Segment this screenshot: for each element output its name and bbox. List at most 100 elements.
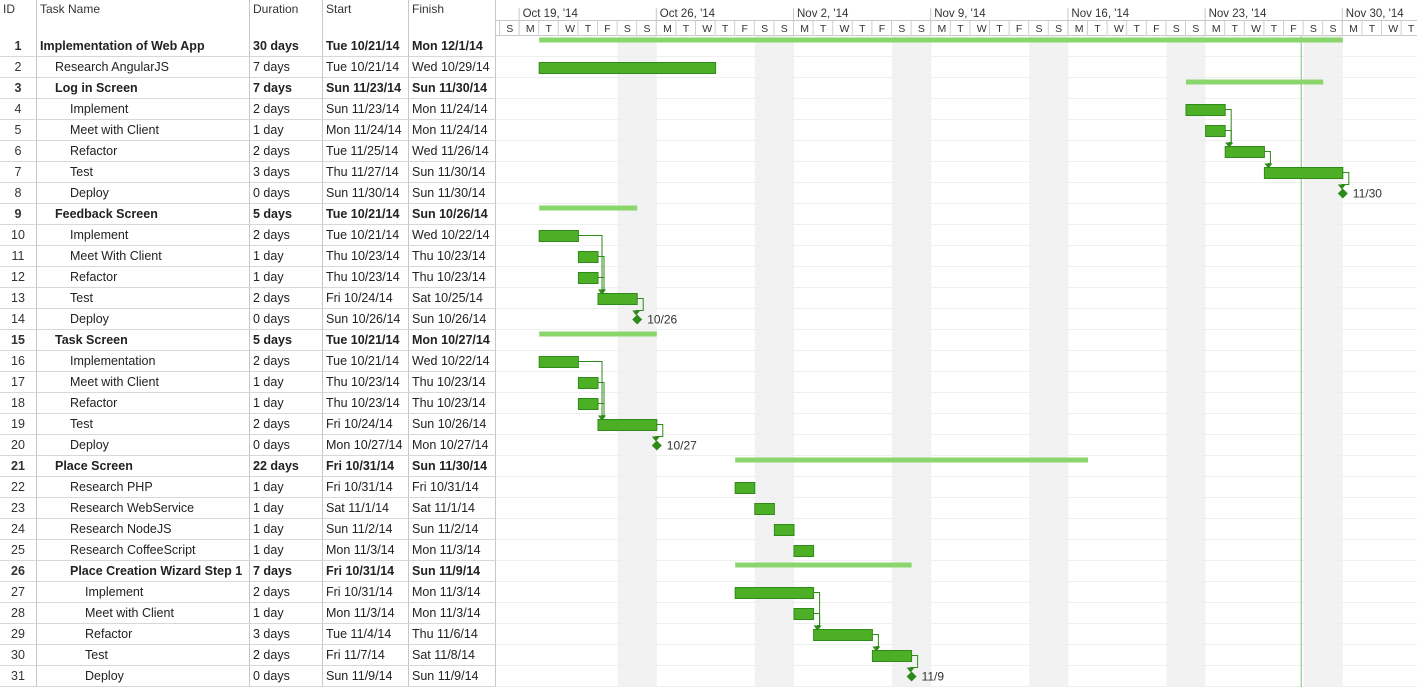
task-id-cell[interactable]: 21: [0, 456, 37, 477]
task-bar[interactable]: [538, 230, 579, 242]
task-finish-cell[interactable]: Sun 11/30/14: [409, 183, 496, 204]
task-finish-cell[interactable]: Sun 11/9/14: [409, 561, 496, 582]
column-header-start[interactable]: Start: [323, 0, 409, 36]
task-id-cell[interactable]: 31: [0, 666, 37, 687]
task-bar[interactable]: [754, 503, 775, 515]
task-id-cell[interactable]: 12: [0, 267, 37, 288]
task-duration-cell[interactable]: 1 day: [250, 498, 323, 519]
task-duration-cell[interactable]: 2 days: [250, 99, 323, 120]
task-start-cell[interactable]: Fri 10/31/14: [323, 561, 409, 582]
task-duration-cell[interactable]: 1 day: [250, 120, 323, 141]
task-start-cell[interactable]: Fri 10/31/14: [323, 477, 409, 498]
task-name-cell[interactable]: Research CoffeeScript: [37, 540, 250, 561]
summary-bar[interactable]: [539, 37, 1343, 43]
task-duration-cell[interactable]: 7 days: [250, 57, 323, 78]
task-finish-cell[interactable]: Sun 11/30/14: [409, 162, 496, 183]
task-duration-cell[interactable]: 1 day: [250, 519, 323, 540]
task-finish-cell[interactable]: Sun 11/9/14: [409, 666, 496, 687]
column-header-id[interactable]: ID: [0, 0, 37, 36]
task-duration-cell[interactable]: 30 days: [250, 36, 323, 57]
task-name-cell[interactable]: Deploy: [37, 309, 250, 330]
task-name-cell[interactable]: Implement: [37, 99, 250, 120]
task-name-cell[interactable]: Meet With Client: [37, 246, 250, 267]
task-finish-cell[interactable]: Mon 11/3/14: [409, 582, 496, 603]
milestone-diamond[interactable]: [651, 440, 662, 451]
task-start-cell[interactable]: Tue 10/21/14: [323, 204, 409, 225]
task-name-cell[interactable]: Place Screen: [37, 456, 250, 477]
task-id-cell[interactable]: 3: [0, 78, 37, 99]
task-start-cell[interactable]: Thu 10/23/14: [323, 267, 409, 288]
task-bar[interactable]: [793, 545, 815, 557]
task-finish-cell[interactable]: Wed 11/26/14: [409, 141, 496, 162]
task-duration-cell[interactable]: 2 days: [250, 582, 323, 603]
task-name-cell[interactable]: Refactor: [37, 393, 250, 414]
task-duration-cell[interactable]: 0 days: [250, 435, 323, 456]
task-finish-cell[interactable]: Sat 10/25/14: [409, 288, 496, 309]
column-header-task-name[interactable]: Task Name: [37, 0, 250, 36]
task-start-cell[interactable]: Thu 10/23/14: [323, 372, 409, 393]
task-id-cell[interactable]: 18: [0, 393, 37, 414]
task-start-cell[interactable]: Mon 10/27/14: [323, 435, 409, 456]
task-id-cell[interactable]: 6: [0, 141, 37, 162]
task-duration-cell[interactable]: 2 days: [250, 351, 323, 372]
task-finish-cell[interactable]: Mon 11/3/14: [409, 540, 496, 561]
task-name-cell[interactable]: Test: [37, 288, 250, 309]
task-id-cell[interactable]: 13: [0, 288, 37, 309]
milestone-diamond[interactable]: [906, 671, 917, 682]
task-finish-cell[interactable]: Mon 10/27/14: [409, 435, 496, 456]
task-name-cell[interactable]: Deploy: [37, 666, 250, 687]
task-name-cell[interactable]: Implement: [37, 582, 250, 603]
task-name-cell[interactable]: Meet with Client: [37, 603, 250, 624]
task-finish-cell[interactable]: Mon 11/24/14: [409, 99, 496, 120]
task-start-cell[interactable]: Tue 10/21/14: [323, 225, 409, 246]
task-id-cell[interactable]: 27: [0, 582, 37, 603]
task-name-cell[interactable]: Meet with Client: [37, 120, 250, 141]
task-name-cell[interactable]: Refactor: [37, 624, 250, 645]
summary-bar[interactable]: [735, 457, 1088, 463]
task-finish-cell[interactable]: Sat 11/1/14: [409, 498, 496, 519]
task-duration-cell[interactable]: 3 days: [250, 162, 323, 183]
task-finish-cell[interactable]: Wed 10/22/14: [409, 351, 496, 372]
task-name-cell[interactable]: Research AngularJS: [37, 57, 250, 78]
task-start-cell[interactable]: Sun 11/9/14: [323, 666, 409, 687]
task-name-cell[interactable]: Task Screen: [37, 330, 250, 351]
task-start-cell[interactable]: Fri 10/24/14: [323, 414, 409, 435]
task-start-cell[interactable]: Sun 11/23/14: [323, 78, 409, 99]
task-id-cell[interactable]: 10: [0, 225, 37, 246]
task-duration-cell[interactable]: 1 day: [250, 393, 323, 414]
task-name-cell[interactable]: Feedback Screen: [37, 204, 250, 225]
task-start-cell[interactable]: Tue 11/4/14: [323, 624, 409, 645]
task-duration-cell[interactable]: 22 days: [250, 456, 323, 477]
task-id-cell[interactable]: 2: [0, 57, 37, 78]
task-duration-cell[interactable]: 0 days: [250, 183, 323, 204]
task-id-cell[interactable]: 15: [0, 330, 37, 351]
task-bar[interactable]: [1263, 167, 1344, 179]
task-duration-cell[interactable]: 0 days: [250, 666, 323, 687]
task-finish-cell[interactable]: Thu 10/23/14: [409, 267, 496, 288]
task-duration-cell[interactable]: 1 day: [250, 372, 323, 393]
task-bar[interactable]: [577, 377, 599, 389]
task-duration-cell[interactable]: 1 day: [250, 246, 323, 267]
summary-bar[interactable]: [1186, 79, 1324, 85]
task-duration-cell[interactable]: 1 day: [250, 477, 323, 498]
task-start-cell[interactable]: Fri 11/7/14: [323, 645, 409, 666]
milestone-diamond[interactable]: [1337, 188, 1348, 199]
task-start-cell[interactable]: Sun 11/23/14: [323, 99, 409, 120]
task-bar[interactable]: [813, 629, 873, 641]
task-bar[interactable]: [734, 482, 756, 494]
task-name-cell[interactable]: Meet with Client: [37, 372, 250, 393]
task-finish-cell[interactable]: Sun 11/30/14: [409, 78, 496, 99]
task-start-cell[interactable]: Sun 11/2/14: [323, 519, 409, 540]
task-start-cell[interactable]: Fri 10/31/14: [323, 456, 409, 477]
task-id-cell[interactable]: 5: [0, 120, 37, 141]
task-name-cell[interactable]: Implementation: [37, 351, 250, 372]
task-finish-cell[interactable]: Sun 10/26/14: [409, 309, 496, 330]
task-name-cell[interactable]: Place Creation Wizard Step 1: [37, 561, 250, 582]
task-duration-cell[interactable]: 7 days: [250, 78, 323, 99]
task-start-cell[interactable]: Tue 10/21/14: [323, 36, 409, 57]
task-name-cell[interactable]: Refactor: [37, 267, 250, 288]
task-id-cell[interactable]: 7: [0, 162, 37, 183]
task-id-cell[interactable]: 4: [0, 99, 37, 120]
task-id-cell[interactable]: 28: [0, 603, 37, 624]
task-id-cell[interactable]: 26: [0, 561, 37, 582]
